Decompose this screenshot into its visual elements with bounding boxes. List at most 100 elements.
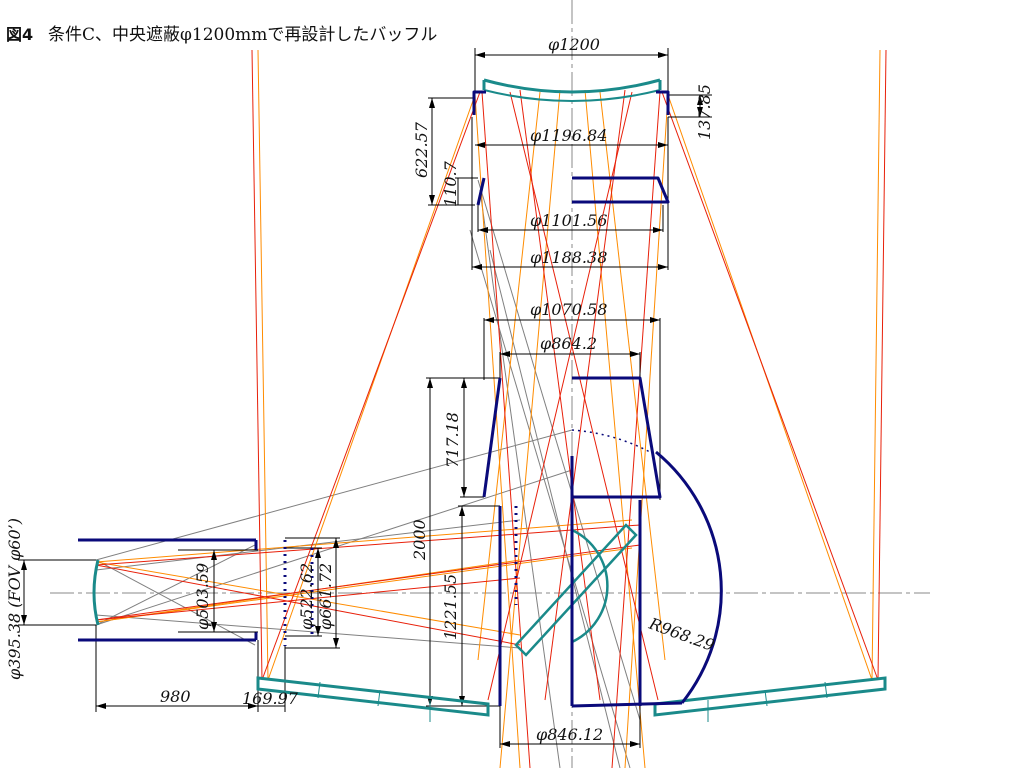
dim-fov: φ395.38 (FOV φ60’) — [5, 518, 24, 680]
arrowhead — [459, 506, 465, 516]
primary-mirror-right — [653, 676, 887, 717]
dim-dist-169: 169.97 — [242, 689, 299, 708]
red-ray — [261, 91, 481, 681]
primary-baffle-left — [482, 377, 502, 498]
red-ray — [544, 89, 626, 701]
arrowhead — [315, 548, 321, 558]
orange-ray — [267, 94, 476, 681]
arrowhead — [650, 317, 660, 323]
top-baffle-left — [472, 90, 486, 115]
gray-ray — [477, 179, 641, 721]
arrowhead — [429, 195, 435, 205]
gray-ray — [95, 429, 573, 561]
secondary-mirror-back — [483, 89, 661, 102]
arrowhead — [500, 351, 510, 357]
dim-height-110: 110.7 — [441, 160, 460, 207]
dim-height-1221: 1221.55 — [441, 574, 460, 640]
dim-height-717: 717.18 — [443, 412, 462, 468]
arrowhead — [658, 52, 668, 58]
arrowhead — [630, 741, 640, 747]
optical-axes — [50, 0, 930, 768]
arrowhead — [333, 538, 339, 548]
primary-mirror-left — [256, 676, 490, 717]
arrowhead — [630, 351, 640, 357]
gray-ray — [95, 559, 256, 646]
dim-d661: φ661.72 — [316, 563, 335, 630]
arrowhead — [475, 52, 485, 58]
arrowhead — [697, 95, 703, 105]
dimension-lines — [18, 48, 712, 748]
inner-baffle-right — [572, 176, 670, 204]
dim-d503: φ503.59 — [193, 563, 212, 630]
orange-ray — [624, 94, 669, 768]
red-ray — [509, 91, 659, 701]
dim-height-137: 137.85 — [695, 84, 714, 140]
figure-label: 図4 — [6, 25, 33, 44]
dim-d864: φ864.2 — [540, 334, 597, 353]
baffles — [78, 90, 723, 708]
dim-height-622: 622.57 — [412, 121, 431, 178]
dim-radius: R968.29 — [646, 614, 717, 655]
arrowhead — [461, 487, 467, 497]
orange-ray — [477, 91, 541, 661]
gray-ray — [95, 544, 256, 626]
mirrors — [92, 78, 887, 717]
dim-height-2000: 2000 — [410, 519, 429, 561]
red-ray — [95, 524, 641, 566]
dim-d846: φ846.12 — [536, 725, 603, 744]
dim-top-diameter: φ1200 — [548, 35, 600, 54]
arrowhead — [315, 626, 321, 636]
arrowhead — [96, 703, 106, 709]
red-ray — [95, 577, 521, 621]
arrowhead — [658, 264, 668, 270]
arrowhead — [478, 227, 488, 233]
arrowhead — [333, 638, 339, 648]
orange-ray — [599, 91, 666, 661]
orange-ray — [95, 547, 633, 623]
primary-baffle-right — [572, 376, 662, 499]
arrowhead — [472, 264, 482, 270]
arrowhead — [248, 703, 258, 709]
arrowhead — [211, 550, 217, 560]
red-ray — [251, 49, 263, 681]
tick — [377, 689, 381, 707]
arrowhead — [21, 615, 27, 625]
tertiary-mirror — [514, 523, 638, 657]
dim-dist-980: 980 — [160, 687, 191, 706]
orange-ray — [667, 94, 873, 681]
dim-d522: φ522.62 — [297, 563, 316, 630]
arrowhead — [500, 741, 510, 747]
red-ray — [877, 49, 887, 681]
orange-ray — [871, 49, 881, 681]
dotted-baffles — [283, 506, 518, 646]
orange-rays — [95, 49, 881, 768]
dim-d1070: φ1070.58 — [530, 300, 607, 319]
red-ray — [95, 544, 641, 621]
red-ray — [611, 91, 661, 768]
dim-d1101: φ1101.56 — [530, 211, 607, 230]
red-ray — [661, 91, 879, 681]
arrowhead — [21, 560, 27, 570]
dim-d1196: φ1196.84 — [530, 126, 607, 145]
arrowhead — [484, 317, 494, 323]
tick — [764, 689, 768, 707]
gray-ray — [479, 189, 561, 768]
secondary-mirror — [483, 78, 661, 94]
arrowhead — [653, 227, 663, 233]
inner-baffle-left — [476, 177, 486, 206]
orange-ray — [95, 519, 633, 563]
gray-ray — [95, 614, 521, 649]
arrowhead — [211, 622, 217, 632]
top-baffle-right — [656, 90, 670, 115]
tick — [824, 681, 828, 699]
red-ray — [481, 91, 531, 768]
red-ray — [487, 91, 633, 701]
mirror-ticks — [317, 681, 828, 722]
red-rays — [95, 49, 887, 768]
dotted-arc — [571, 429, 651, 453]
large-arc — [655, 450, 723, 704]
arrowheads — [21, 52, 703, 747]
orange-ray — [257, 49, 269, 681]
arrowhead — [429, 98, 435, 108]
